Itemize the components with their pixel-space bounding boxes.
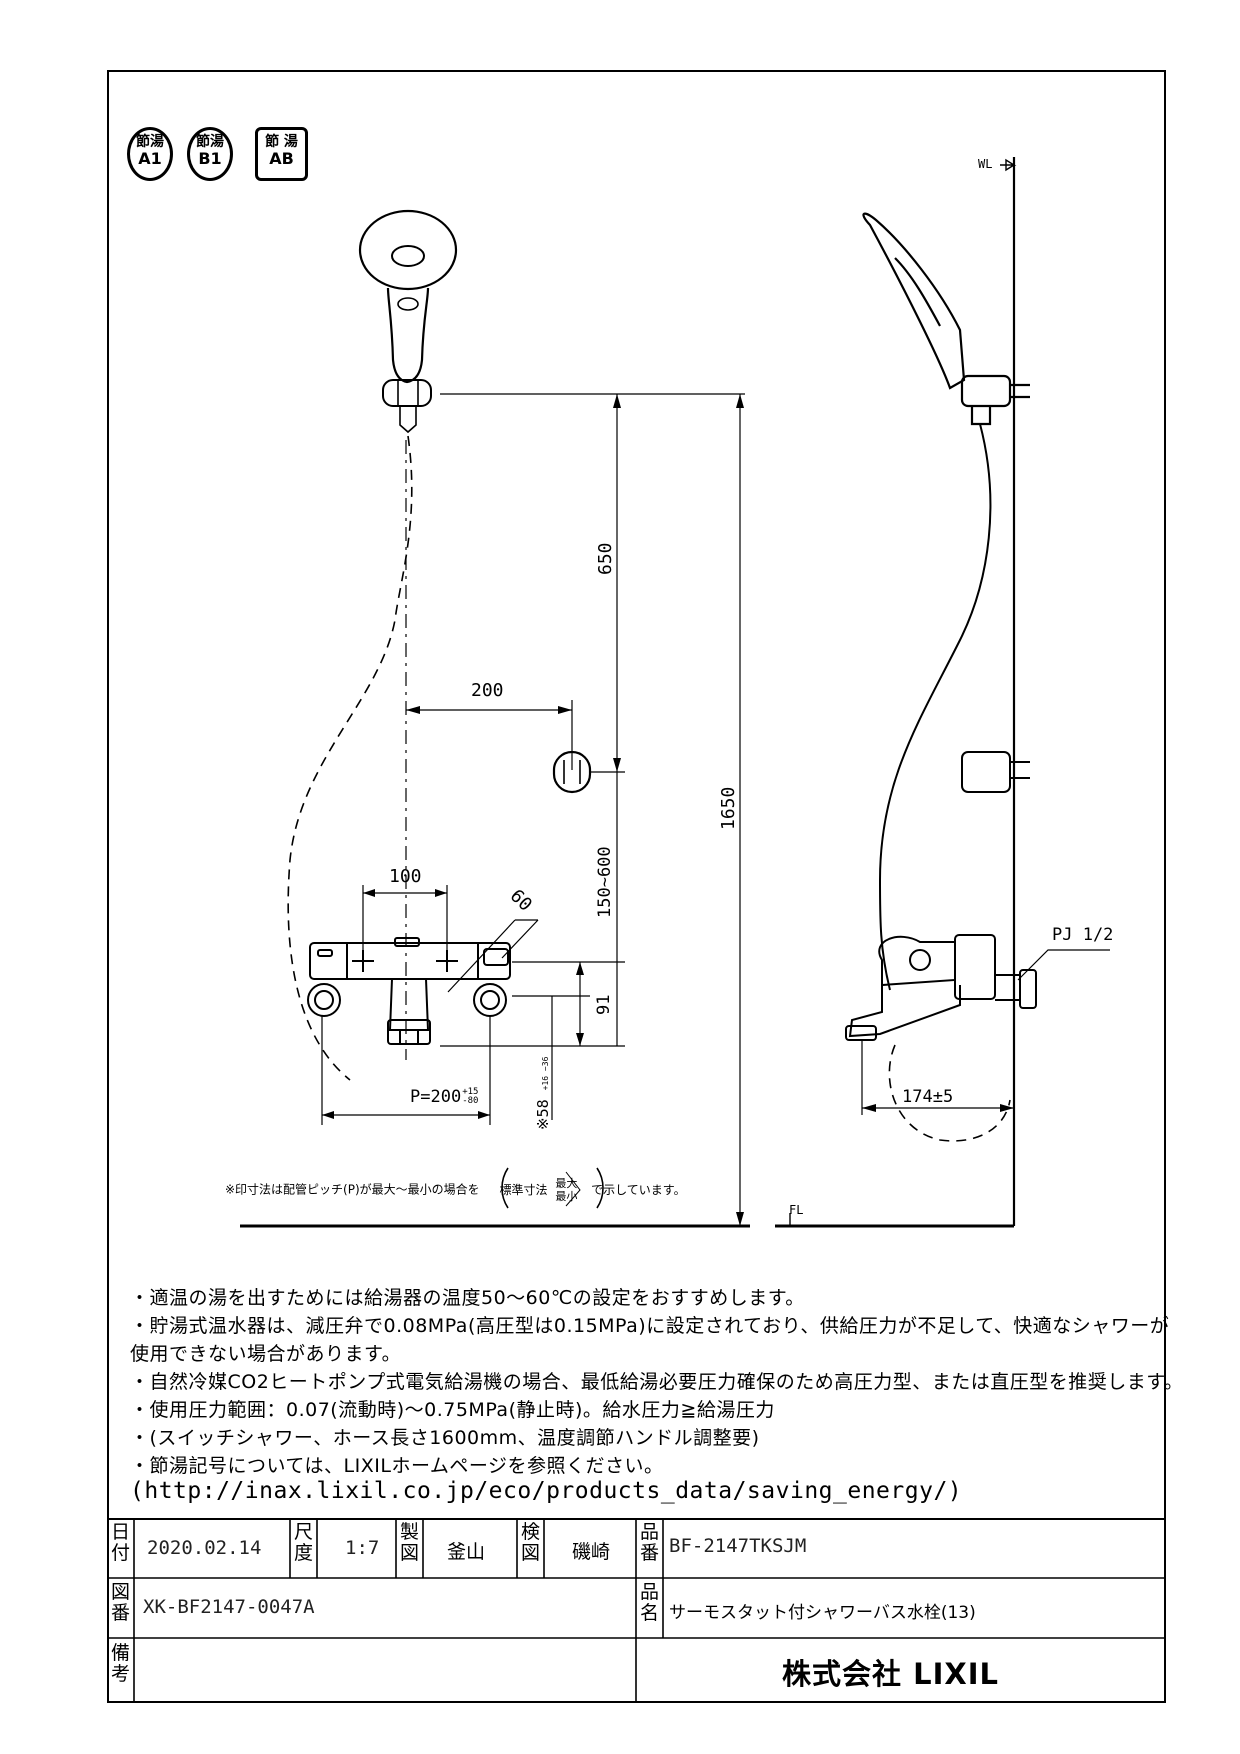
note-line: ・貯湯式温水器は、減圧弁で0.08MPa(高圧型は0.15MPa)に設定されてお… <box>130 1315 1170 1337</box>
badge-top-text: 節 湯 <box>265 134 298 150</box>
note-line: 使用できない場合があります。 <box>130 1343 402 1365</box>
dim-58: ※58 +16 −36 <box>534 1057 552 1130</box>
note-line: ・節湯記号については、LIXILホームページを参照ください。 <box>130 1455 664 1477</box>
pitch-note-max: 最大 <box>555 1177 578 1190</box>
label-drawn-1: 製 <box>399 1521 419 1543</box>
pitch-note-min: 最小 <box>555 1190 578 1203</box>
label-fl: FL <box>789 1203 804 1217</box>
label-drawn-2: 図 <box>399 1542 419 1564</box>
shower-head-front <box>358 209 458 434</box>
dim-58-value: ※58 <box>534 1099 552 1130</box>
dim-91: 91 <box>594 994 614 1015</box>
label-dwg-1: 図 <box>110 1581 130 1603</box>
label-scale-1: 尺 <box>293 1521 313 1543</box>
label-partno-1: 品 <box>639 1521 659 1543</box>
dim-58-tol: +16 −36 <box>541 1056 550 1091</box>
label-remarks: 備考 <box>107 1643 134 1685</box>
badge-bottom-text: AB <box>269 149 294 168</box>
water-saving-badge-a1: 節湯 A1 <box>127 127 173 181</box>
product-name: サーモスタット付シャワーバス水栓(13) <box>669 1603 976 1623</box>
label-remarks-1: 備 <box>110 1642 130 1664</box>
hook-front <box>552 750 592 794</box>
label-remarks-2: 考 <box>110 1663 130 1685</box>
label-date: 日付 <box>107 1522 134 1564</box>
label-partno-2: 番 <box>639 1542 659 1564</box>
label-pj: PJ 1/2 <box>1052 925 1114 945</box>
pitch-note-standard: 標準寸法 <box>499 1182 548 1197</box>
label-checked-1: 検 <box>520 1521 540 1543</box>
technical-drawing <box>240 157 1110 1228</box>
dim-pitch: P=200+15-80 <box>410 1087 478 1107</box>
pitch-note: ※印寸法は配管ピッチ(P)が最大〜最小の場合を 標準寸法 最大最小 で示していま… <box>225 1177 686 1203</box>
dim-150-600: 150~600 <box>595 846 615 918</box>
dim-174: 174±5 <box>902 1087 954 1107</box>
pitch-note-after: で示しています。 <box>591 1182 686 1197</box>
pitch-note-before: ※印寸法は配管ピッチ(P)が最大〜最小の場合を <box>225 1182 480 1197</box>
label-scale-2: 度 <box>293 1542 313 1564</box>
badge-bottom-text: A1 <box>138 149 162 168</box>
company-logo: 株式会社 LIXIL <box>782 1657 999 1691</box>
hook-side <box>961 751 1030 793</box>
pitch-value: P=200 <box>410 1087 462 1107</box>
hose-front-dashed <box>287 435 413 1081</box>
scale-value: 1:7 <box>345 1537 380 1559</box>
shower-head-side <box>862 212 1030 426</box>
dim-100: 100 <box>389 866 422 887</box>
hose-side <box>878 423 992 991</box>
date-value: 2020.02.14 <box>147 1537 262 1559</box>
label-date-1: 日 <box>110 1521 130 1543</box>
badge-top-text: 節湯 <box>136 134 164 150</box>
dim-1650: 1650 <box>718 786 739 830</box>
water-saving-badge-b1: 節湯 B1 <box>187 127 233 181</box>
label-partno: 品番 <box>636 1522 663 1564</box>
note-line: ・使用圧力範囲：0.07(流動時)〜0.75MPa(静止時)。給水圧力≧給湯圧力 <box>130 1399 775 1421</box>
water-saving-badge-ab: 節 湯 AB <box>255 127 308 181</box>
label-name: 品名 <box>636 1582 663 1624</box>
note-line: ・自然冷媒CO2ヒートポンプ式電気給湯機の場合、最低給湯必要圧力確保のため高圧力… <box>130 1371 1184 1393</box>
label-scale: 尺度 <box>290 1522 317 1564</box>
note-line: ・適温の湯を出すためには給湯器の温度50〜60℃の設定をおすすめします。 <box>130 1287 805 1309</box>
badge-bottom-text: B1 <box>198 149 222 168</box>
drawing-number: XK-BF2147-0047A <box>143 1596 315 1618</box>
drawn-by: 釜山 <box>447 1541 486 1563</box>
label-checked: 検図 <box>517 1522 544 1564</box>
label-name-1: 品 <box>639 1581 659 1603</box>
eco-url: (http://inax.lixil.co.jp/eco/products_da… <box>130 1478 963 1504</box>
label-dwg: 図番 <box>107 1582 134 1624</box>
checked-by: 磯崎 <box>572 1541 611 1563</box>
label-wl: WL <box>978 157 993 171</box>
label-checked-2: 図 <box>520 1542 540 1564</box>
label-name-2: 名 <box>639 1602 659 1624</box>
dim-200: 200 <box>471 680 504 701</box>
label-drawn: 製図 <box>396 1522 423 1564</box>
label-dwg-2: 番 <box>110 1602 130 1624</box>
note-line: ・(スイッチシャワー、ホース長さ1600mm、温度調節ハンドル調整要) <box>130 1427 760 1449</box>
badge-top-text: 節湯 <box>196 134 224 150</box>
label-date-2: 付 <box>110 1542 130 1564</box>
part-number: BF-2147TKSJM <box>669 1535 807 1557</box>
pitch-tol-upper: +15 <box>462 1087 479 1097</box>
faucet-side <box>845 934 1037 1041</box>
pitch-tol-lower: -80 <box>462 1096 479 1106</box>
title-block: 日付 2020.02.14 尺度 1:7 製図 釜山 検図 磯崎 品番 BF-2… <box>107 1518 1166 1703</box>
faucet-front <box>307 937 511 1045</box>
dim-650: 650 <box>595 542 616 575</box>
